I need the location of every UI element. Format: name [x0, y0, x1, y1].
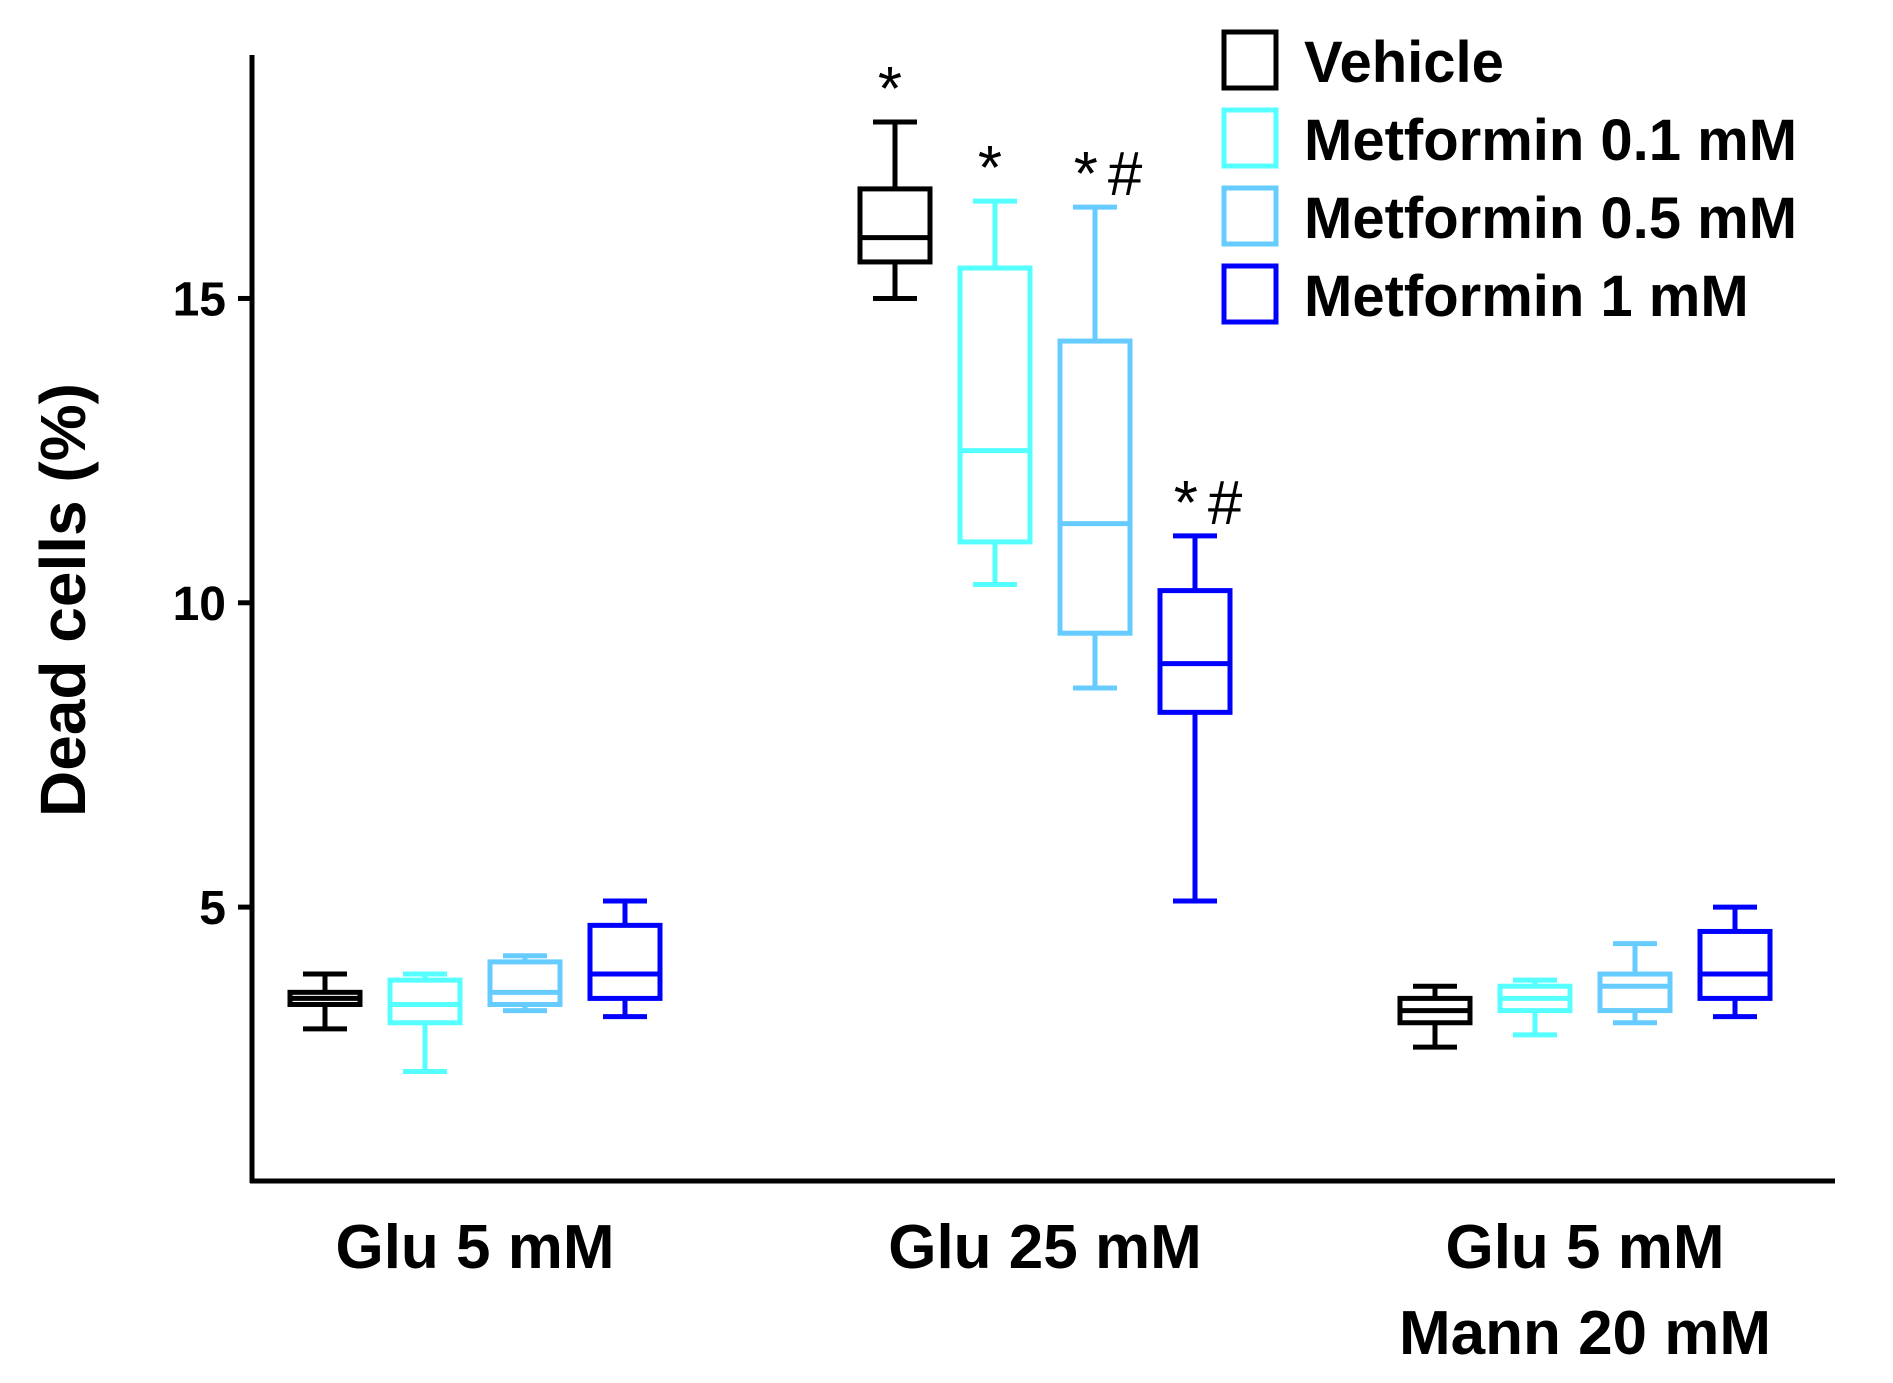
y-tick-label: 5: [199, 882, 226, 935]
box-iqr: [1697, 928, 1773, 1001]
legend-swatch: [1221, 185, 1279, 247]
boxes-layer: * * *# *#: [287, 55, 1773, 1074]
x-labels-layer: Glu 5 mM Glu 25 mM Glu 5 mM Mann 20 mM: [335, 1213, 1771, 1368]
legend-label: Metformin 0.5 mM: [1304, 186, 1797, 251]
significance-annotation: *#: [1074, 140, 1153, 209]
box-0-0: [287, 971, 363, 1032]
significance-annotation: *: [878, 55, 912, 124]
y-tick-label: 10: [173, 578, 226, 631]
box-1-2: *#: [1057, 140, 1153, 691]
box-0-1: [387, 971, 463, 1074]
legend-item: Metformin 0.1 mM: [1221, 107, 1797, 173]
x-category-label: Glu 25 mM: [888, 1213, 1202, 1282]
box-iqr: [587, 922, 663, 1001]
box-1-0: *: [857, 55, 933, 301]
x-category-label: Glu 5 mM: [1445, 1213, 1724, 1282]
legend-item: Vehicle: [1221, 29, 1504, 95]
x-category-label: Mann 20 mM: [1399, 1299, 1771, 1368]
box-0-2: [487, 953, 563, 1014]
significance-annotation: *#: [1174, 469, 1253, 538]
box-iqr: [1157, 588, 1233, 715]
box-0-3: [587, 898, 663, 1020]
box-1-1: *: [957, 134, 1033, 588]
legend-item: Metformin 1 mM: [1221, 263, 1749, 329]
legend-label: Metformin 1 mM: [1304, 264, 1749, 329]
legend-swatch: [1221, 263, 1279, 325]
box-iqr: [957, 265, 1033, 545]
legend-swatch: [1221, 29, 1279, 91]
box-2-1: [1497, 977, 1573, 1038]
legend-swatch: [1221, 107, 1279, 169]
x-category-label: Glu 5 mM: [335, 1213, 614, 1282]
box-iqr: [1057, 338, 1133, 636]
y-axis-title: Dead cells (%): [27, 383, 99, 817]
y-tick-label: 15: [173, 273, 226, 326]
box-2-2: [1597, 941, 1673, 1026]
significance-annotation: *: [978, 134, 1012, 203]
legend-label: Metformin 0.1 mM: [1304, 108, 1797, 173]
box-2-3: [1697, 904, 1773, 1020]
legend-label: Vehicle: [1304, 30, 1504, 95]
box-1-3: *#: [1157, 469, 1253, 904]
box-iqr: [857, 186, 933, 265]
box-iqr: [487, 959, 563, 1007]
legend-item: Metformin 0.5 mM: [1221, 185, 1797, 251]
box-iqr: [1597, 971, 1673, 1014]
axes: 5 10 15: [173, 55, 1835, 1184]
box-2-0: [1397, 983, 1473, 1050]
box-iqr: [387, 977, 463, 1026]
